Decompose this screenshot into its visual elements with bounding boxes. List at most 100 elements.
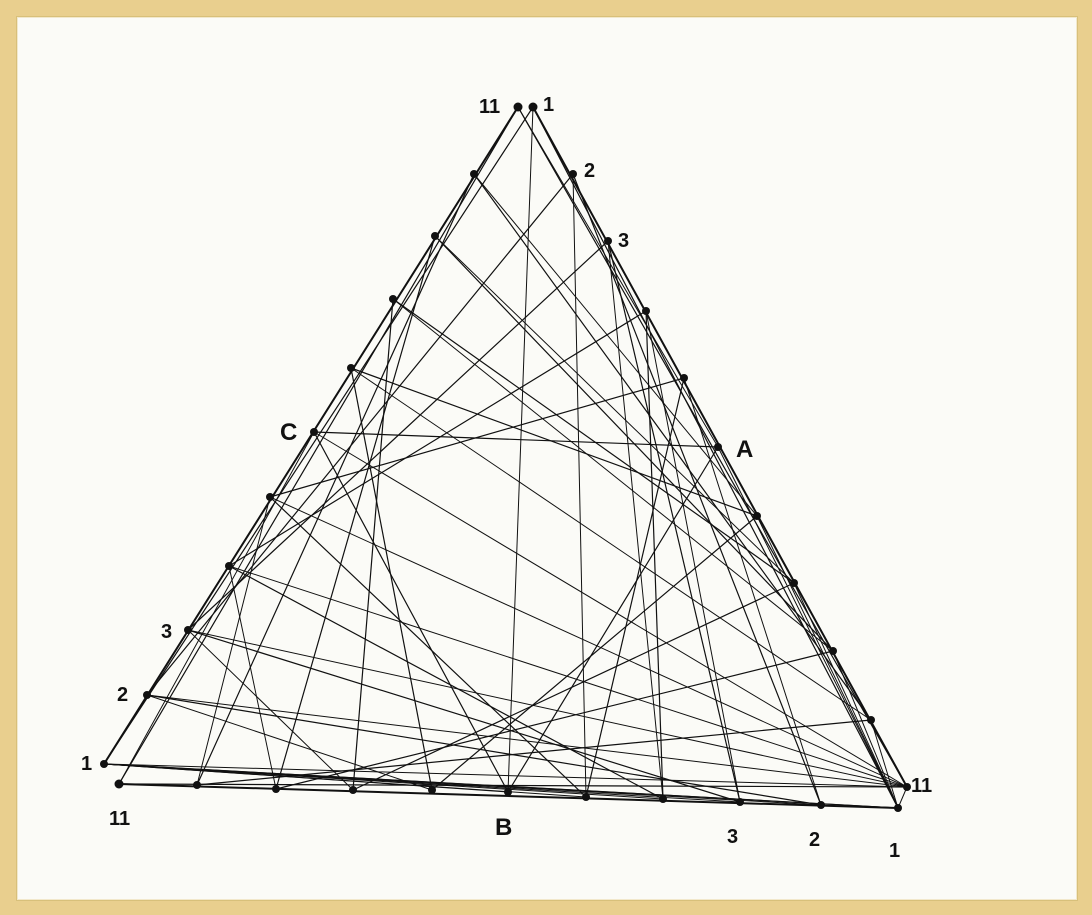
nail-point (513, 102, 523, 112)
nail-point (184, 626, 192, 634)
string-line (434, 235, 795, 584)
string-line (350, 367, 758, 517)
nail-point (470, 170, 478, 178)
string-line (645, 310, 664, 800)
label-bottom-one: 1 (889, 840, 900, 862)
label-point-a: A (736, 436, 753, 463)
string-line (118, 431, 315, 785)
nail-point (604, 237, 612, 245)
string-lines (103, 106, 908, 809)
string-line (431, 515, 758, 791)
string-line (196, 173, 475, 786)
string-line (196, 496, 271, 786)
label-point-b: B (495, 814, 512, 841)
nail-point (504, 788, 512, 796)
nail-point (867, 716, 875, 724)
nail-point (642, 307, 650, 315)
label-bottom-three: 3 (727, 826, 738, 848)
nail-point (114, 779, 124, 789)
string-line (350, 367, 433, 791)
label-bottom-two: 2 (809, 829, 820, 851)
string-line (572, 173, 587, 798)
nail-point (817, 801, 825, 809)
string-line (187, 629, 741, 803)
nail-point (100, 760, 108, 768)
label-left-two: 2 (117, 684, 128, 706)
string-line (118, 783, 908, 788)
string-art-triangle-diagram: 11 1 2 3 A C 3 2 1 11 B 3 2 1 11 (81, 94, 932, 862)
string-line (756, 515, 899, 809)
string-line (832, 650, 899, 809)
string-line (146, 694, 433, 791)
nail-point (225, 562, 233, 570)
label-right-two: 2 (584, 160, 595, 182)
string-line (507, 106, 534, 793)
string-line (275, 235, 436, 790)
string-line (196, 719, 872, 786)
nail-point (903, 783, 911, 791)
string-line (352, 582, 795, 791)
nail-point (680, 374, 688, 382)
label-right-three: 3 (618, 230, 629, 252)
nail-point (389, 295, 397, 303)
string-line (269, 496, 587, 798)
nail-point (193, 781, 201, 789)
string-line (793, 582, 899, 809)
string-line (532, 106, 899, 809)
string-line (146, 173, 574, 696)
string-line (275, 650, 834, 790)
labels: 11 1 2 3 A C 3 2 1 11 B 3 2 1 11 (81, 94, 932, 862)
string-line (607, 240, 741, 803)
string-line (228, 565, 908, 788)
outer-edge-bottom (118, 783, 899, 809)
nail-point (528, 102, 538, 112)
outer-edge-left (103, 106, 519, 765)
nail-points (100, 102, 911, 812)
label-left-three: 3 (161, 621, 172, 643)
string-line (313, 431, 908, 788)
nail-point (272, 785, 280, 793)
nail-point (569, 170, 577, 178)
nail-point (736, 798, 744, 806)
nail-point (431, 232, 439, 240)
nail-point (310, 428, 318, 436)
label-left-one: 1 (81, 753, 92, 775)
nail-point (347, 364, 355, 372)
nail-point (714, 443, 722, 451)
nail-point (659, 795, 667, 803)
nail-point (143, 691, 151, 699)
string-line (228, 565, 664, 800)
label-bottom-eleven: 11 (109, 808, 130, 830)
string-line (350, 367, 872, 721)
string-line (434, 235, 834, 652)
string-line (607, 240, 664, 800)
string-line (870, 719, 899, 809)
string-line (187, 629, 908, 788)
string-line (645, 310, 741, 803)
nail-point (790, 579, 798, 587)
string-line (103, 763, 908, 788)
nail-point (829, 647, 837, 655)
string-line (118, 106, 519, 785)
nail-point (894, 804, 902, 812)
string-line (717, 446, 899, 809)
string-line (392, 298, 795, 584)
string-line (269, 496, 908, 788)
diagram-frame: 11 1 2 3 A C 3 2 1 11 B 3 2 1 11 (16, 16, 1078, 901)
nail-point (349, 786, 357, 794)
string-line (585, 377, 685, 798)
string-line (517, 106, 719, 448)
nail-point (428, 786, 436, 794)
string-line (146, 694, 908, 788)
string-line (392, 298, 834, 652)
string-line (683, 377, 822, 806)
label-top-eleven: 11 (479, 96, 500, 118)
string-line (103, 106, 534, 765)
string-line (103, 763, 899, 809)
nail-point (266, 493, 274, 501)
label-point-c: C (280, 419, 297, 446)
nail-point (582, 793, 590, 801)
string-line (228, 565, 277, 790)
label-right-eleven: 11 (911, 775, 932, 797)
label-top-one: 1 (543, 94, 554, 116)
